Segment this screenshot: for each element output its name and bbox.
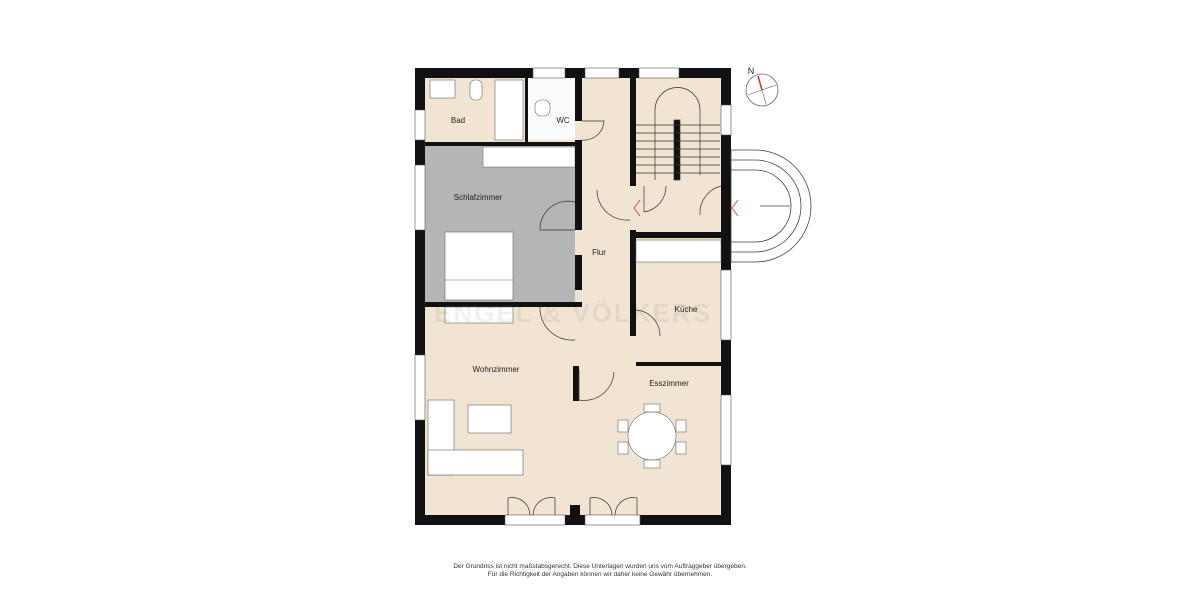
coffee-table — [467, 404, 512, 434]
compass-north-label: N — [748, 66, 755, 76]
bathtub — [494, 79, 524, 141]
disclaimer-line-2: Für die Richtigkeit der Angaben können w… — [487, 571, 713, 578]
entry-marker-icon — [633, 199, 739, 217]
room-label-esszimmer: Esszimmer — [649, 379, 689, 388]
room-label-kueche: Küche — [675, 305, 698, 314]
floor-wc — [527, 78, 575, 140]
staircase — [636, 87, 720, 181]
wardrobe — [482, 146, 576, 168]
doors — [507, 120, 722, 516]
disclaimer: Der Grundriss ist nicht maßstabsgerecht.… — [0, 563, 1200, 579]
chairs — [617, 403, 687, 469]
entrance-steps — [730, 149, 812, 263]
bed — [444, 231, 514, 301]
toilet-bad — [469, 79, 483, 101]
compass-icon: N — [745, 66, 779, 107]
dining-table — [627, 411, 677, 461]
watermark: ENGEL & VÖLKERS — [434, 298, 712, 328]
room-label-bad: Bad — [451, 116, 465, 125]
room-label-flur: Flur — [592, 248, 606, 257]
kitchen-counter — [635, 239, 722, 263]
sink — [429, 79, 456, 99]
windows — [414, 67, 732, 526]
room-label-wohnzimmer: Wohnzimmer — [473, 365, 520, 374]
room-label-schlafzimmer: Schlafzimmer — [454, 193, 503, 202]
toilet-wc — [534, 99, 551, 117]
tv-board — [444, 306, 514, 324]
room-labels: Bad WC Schlafzimmer Flur Küche Wohnzimme… — [451, 116, 698, 388]
room-label-wc: WC — [556, 116, 570, 125]
furniture — [427, 79, 722, 476]
disclaimer-line-1: Der Grundriss ist nicht maßstabsgerecht.… — [453, 563, 747, 570]
